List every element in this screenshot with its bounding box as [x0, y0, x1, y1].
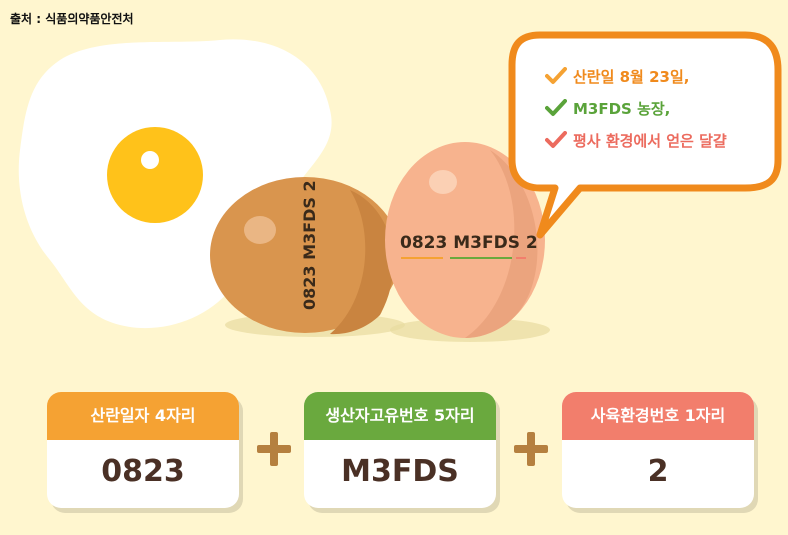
bubble-line-date: 산란일 8월 23일,: [545, 60, 727, 92]
check-icon: [545, 99, 567, 116]
card-laying-date: 산란일자 4자리 0823: [47, 392, 239, 508]
source-caption: 출처 : 식품의약품안전처: [10, 12, 134, 26]
left-egg-code: 0823 M3FDS 2: [300, 180, 319, 310]
check-icon: [545, 131, 567, 148]
right-egg-code: 0823 M3FDS 2: [400, 233, 538, 253]
underline-producer: [450, 257, 512, 259]
underline-environment: [516, 257, 526, 259]
plus-icon: [255, 430, 293, 468]
card-producer-id: 생산자고유번호 5자리 M3FDS: [304, 392, 496, 508]
card-label: 생산자고유번호 5자리: [304, 392, 496, 440]
bubble-line-environment: 평사 환경에서 얻은 달걀: [545, 124, 727, 156]
brown-egg: [210, 177, 400, 335]
bubble-text: 산란일 8월 23일, M3FDS 농장, 평사 환경에서 얻은 달걀: [545, 60, 727, 156]
pink-egg: [385, 142, 545, 338]
card-label: 사육환경번호 1자리: [562, 392, 754, 440]
card-value: 0823: [101, 454, 185, 489]
speech-bubble: [508, 31, 782, 239]
card-environment: 사육환경번호 1자리 2: [562, 392, 754, 508]
fried-egg-yolk: [107, 127, 203, 223]
check-icon: [545, 67, 567, 84]
card-value: 2: [647, 454, 669, 489]
card-label: 산란일자 4자리: [47, 392, 239, 440]
plus-icon: [512, 430, 550, 468]
underline-date: [401, 257, 443, 259]
card-value: M3FDS: [341, 454, 459, 489]
bubble-line-farm: M3FDS 농장,: [545, 92, 727, 124]
